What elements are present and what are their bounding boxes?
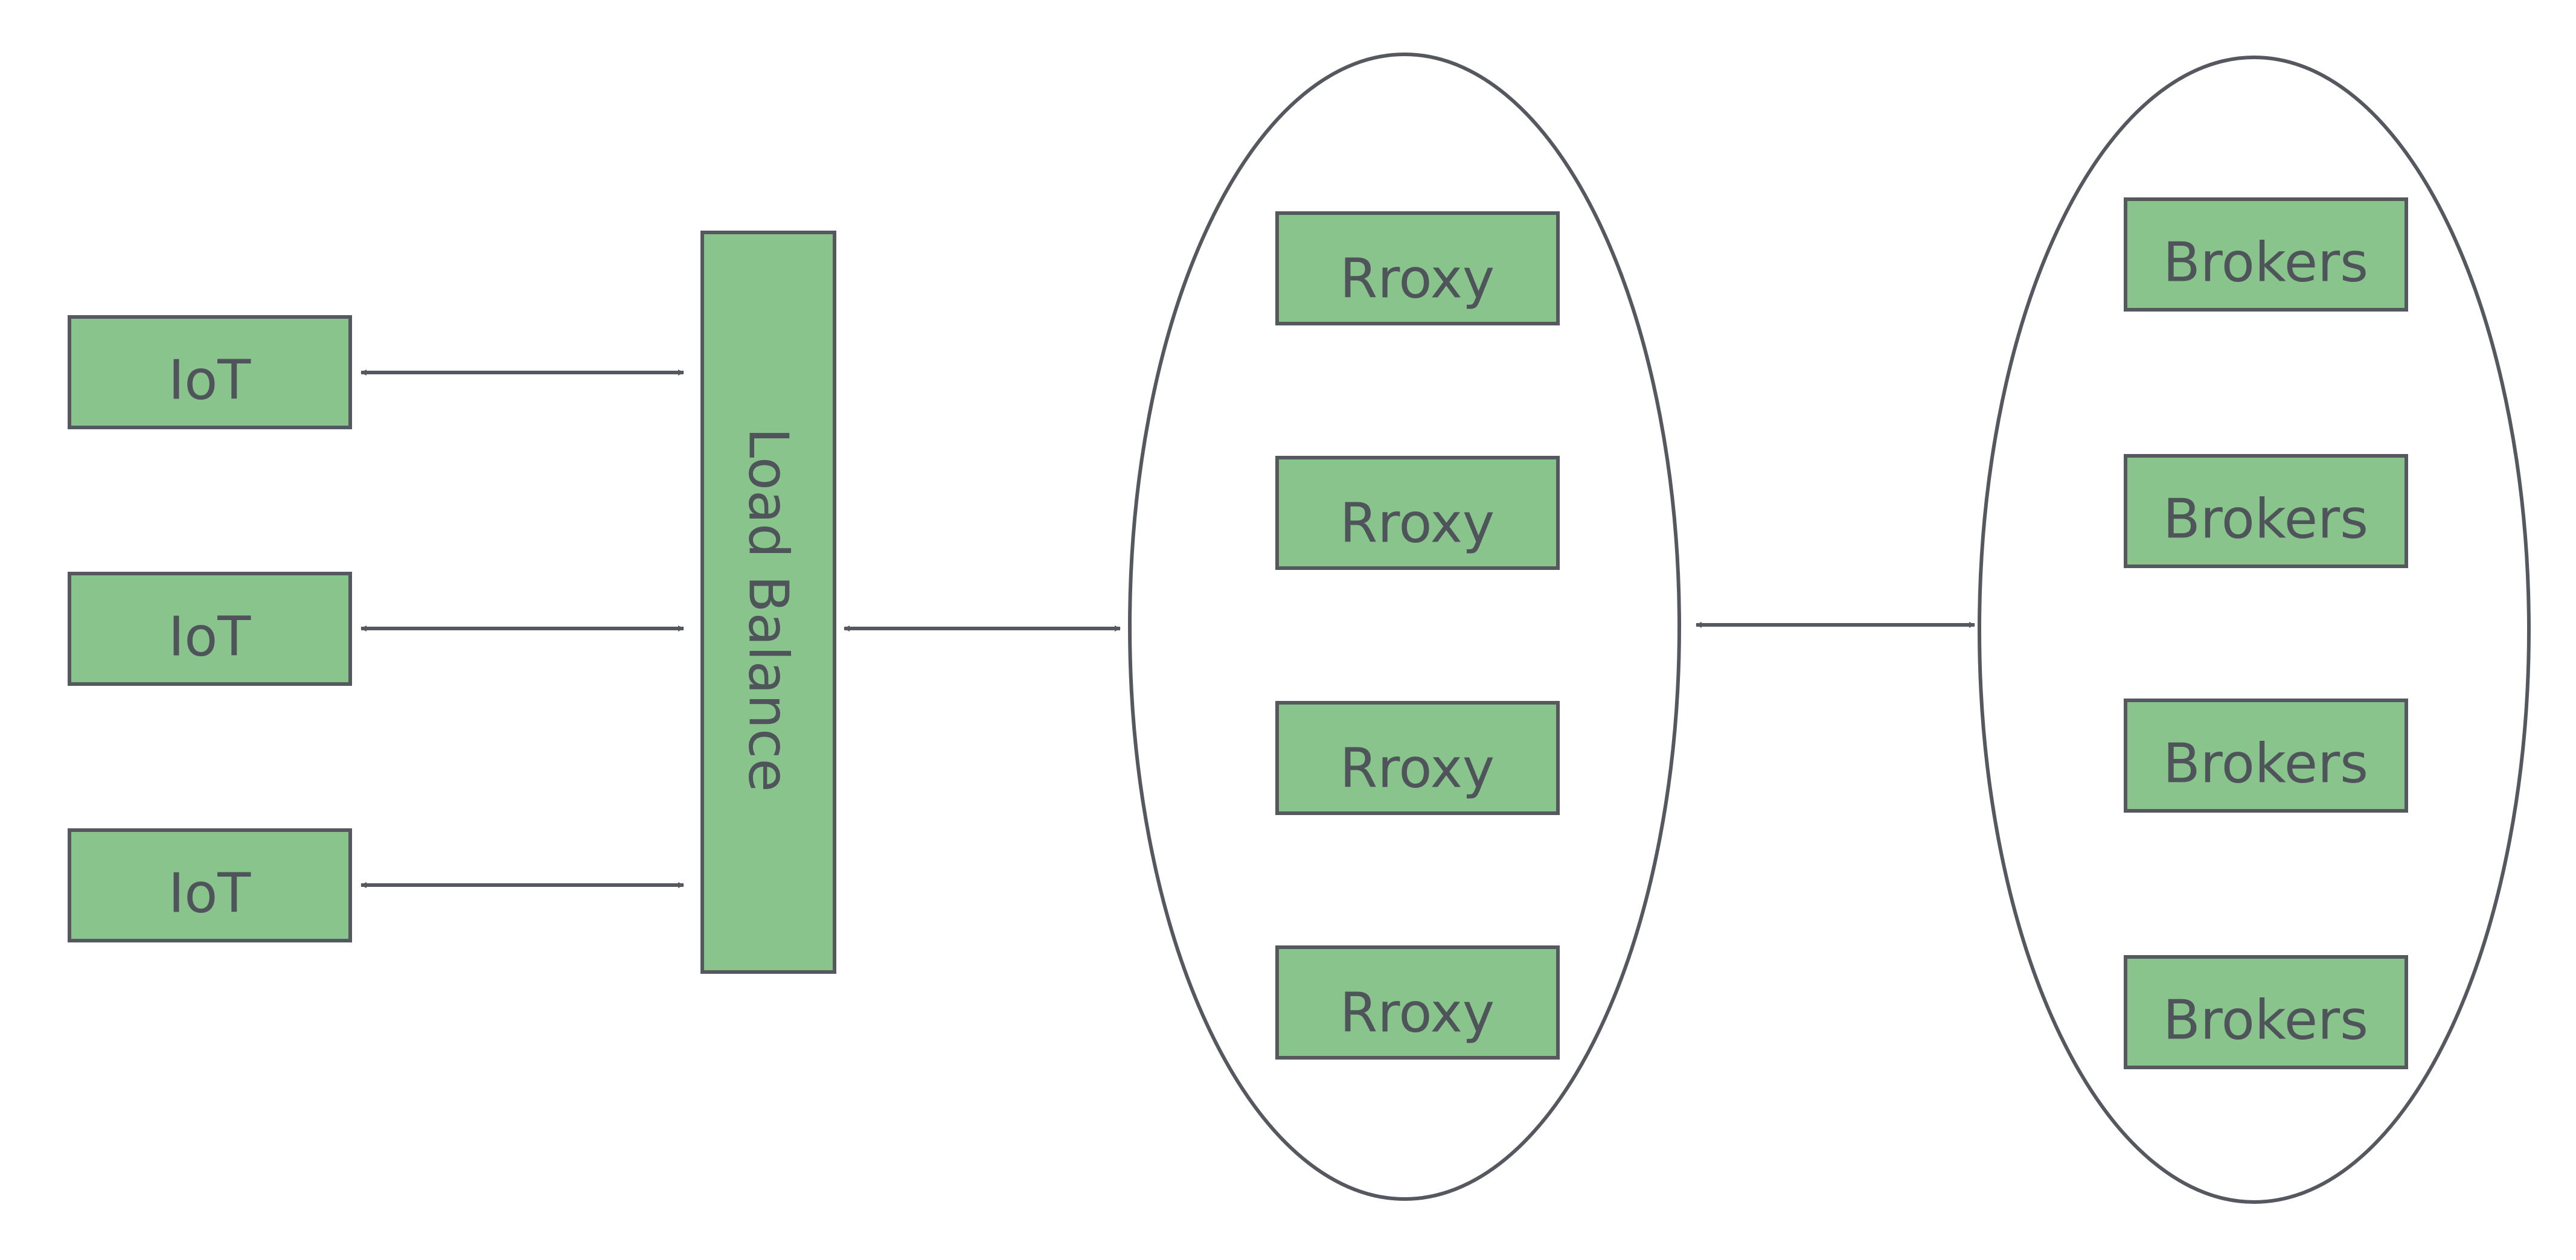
proxy-node: Rroxy [1275, 701, 1560, 815]
iot-label: IoT [168, 862, 252, 926]
broker-node: Brokers [2124, 197, 2408, 312]
broker-label: Brokers [2163, 732, 2368, 796]
proxy-node: Rroxy [1275, 945, 1560, 1060]
iot-node: IoT [68, 828, 352, 942]
proxy-label: Rroxy [1340, 248, 1495, 311]
iot-label: IoT [168, 349, 252, 412]
broker-node: Brokers [2124, 955, 2408, 1069]
load-balancer-label: Load Balance [737, 427, 800, 791]
broker-node: Brokers [2124, 699, 2408, 813]
proxy-label: Rroxy [1340, 737, 1495, 801]
iot-node: IoT [68, 572, 352, 686]
broker-label: Brokers [2163, 231, 2368, 295]
iot-node: IoT [68, 315, 352, 429]
proxy-node: Rroxy [1275, 211, 1560, 325]
broker-node: Brokers [2124, 454, 2408, 568]
broker-label: Brokers [2163, 488, 2368, 551]
load-balancer-node: Load Balance [700, 231, 836, 974]
proxy-label: Rroxy [1340, 982, 1495, 1045]
proxy-label: Rroxy [1340, 492, 1495, 555]
iot-label: IoT [168, 606, 252, 669]
broker-label: Brokers [2163, 989, 2368, 1052]
proxy-group-ellipse [1128, 53, 1681, 1201]
proxy-node: Rroxy [1275, 456, 1560, 570]
broker-group-ellipse [1978, 56, 2531, 1204]
